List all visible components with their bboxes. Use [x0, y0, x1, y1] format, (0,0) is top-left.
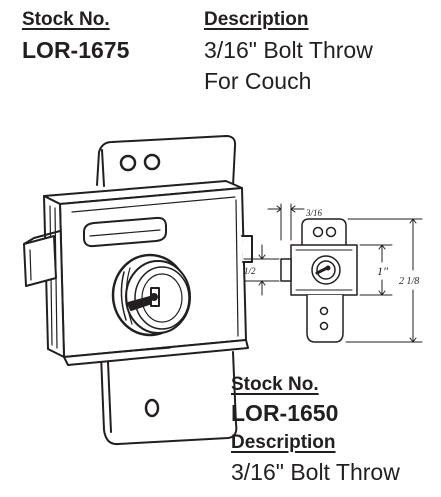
stock-no-heading-1: Stock No. — [22, 9, 110, 30]
description-heading-1: Description — [204, 9, 309, 30]
description-line-2-1: 3/16" Bolt Throw — [231, 459, 400, 485]
cabinet-lock-drawing — [23, 135, 253, 446]
description-heading-2: Description — [231, 432, 336, 453]
description-line-1-1: 3/16" Bolt Throw — [204, 37, 373, 63]
dim-label-bolt-throw: 3/16 — [305, 208, 323, 218]
dimension-drawing — [243, 203, 423, 343]
description-line-1-2: For Couch — [204, 68, 312, 94]
dim-label-overall-height: 2 1/8 — [399, 276, 419, 287]
dim-label-body-height: 1" — [377, 264, 389, 278]
dim-label-bolt-height: 1/2 — [244, 266, 256, 276]
stock-number-2: LOR-1650 — [231, 400, 339, 426]
stock-no-heading-2: Stock No. — [231, 374, 319, 395]
stock-number-1: LOR-1675 — [22, 37, 130, 63]
